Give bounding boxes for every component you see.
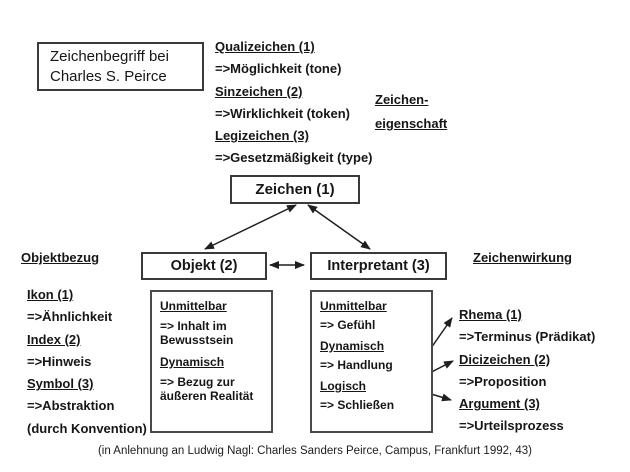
interpretant-detail-term-dynamisch: Dynamisch	[320, 339, 385, 353]
interpretant-detail-desc-logisch: => Schließen	[320, 398, 395, 412]
list-desc-qualizeichen: =>Möglichkeit (tone)	[215, 61, 342, 77]
arrow-zeichen-interpretant	[307, 204, 371, 250]
list-term-legizeichen: Legizeichen (3)	[215, 128, 309, 144]
objekt-detail-desc-dynamisch: => Bezug zur äußeren Realität	[160, 375, 254, 403]
list-desc-index: =>Hinweis	[27, 353, 92, 369]
node-zeichen: Zeichen (1)	[230, 175, 360, 204]
list-term-symbol: Symbol (3)	[27, 376, 94, 392]
title-line-2: Charles S. Peirce	[50, 67, 167, 85]
node-interpretant: Interpretant (3)	[310, 252, 447, 280]
objekt-detail-term-dynamisch: Dynamisch	[160, 355, 225, 369]
list-desc-ikon: =>Ähnlichkeit	[27, 309, 113, 325]
list-term-rhema: Rhema (1)	[459, 307, 522, 322]
objektbezug-heading: Objektbezug	[21, 250, 100, 265]
node-objekt: Objekt (2)	[141, 252, 267, 280]
objekt-detail-desc-unmittelbar: => Inhalt im Bewusstsein	[160, 319, 234, 347]
title-line-1: Zeichenbegriff bei	[50, 47, 169, 65]
interpretant-detail-term-unmittelbar: Unmittelbar	[320, 299, 387, 313]
objekt-detail-box: Unmittelbar => Inhalt im Bewusstsein Dyn…	[150, 290, 273, 433]
list-desc-symbol: =>Abstraktion	[27, 398, 115, 414]
title-box: Zeichenbegriff bei Charles S. Peirce	[37, 42, 204, 91]
list-desc-symbol-2: (durch Konvention)	[27, 420, 147, 436]
objekt-detail-term-unmittelbar: Unmittelbar	[160, 299, 227, 313]
zeichenwirkung-heading: Zeichenwirkung	[473, 250, 572, 265]
zeicheneigenschaft-heading: Zeichen- eigenschaft	[375, 88, 447, 136]
list-desc-sinzeichen: =>Wirklichkeit (token)	[215, 105, 350, 121]
zeichen-eigenschaft-list: Qualizeichen (1) =>Möglichkeit (tone) Si…	[215, 36, 373, 170]
list-term-index: Index (2)	[27, 331, 81, 347]
interpretant-detail-term-logisch: Logisch	[320, 379, 367, 393]
source-caption: (in Anlehnung an Ludwig Nagl: Charles Sa…	[97, 445, 533, 457]
arrow-zeichen-objekt	[204, 204, 297, 250]
interpretant-detail-desc-dynamisch: => Handlung	[320, 358, 393, 372]
zeicheneigenschaft-line-1: Zeichen-	[375, 92, 429, 107]
list-desc-argument: =>Urteilsprozess	[459, 418, 564, 434]
objektbezug-list: Ikon (1) =>Ähnlichkeit Index (2) =>Hinwe…	[27, 284, 147, 440]
list-desc-rhema: =>Terminus (Prädikat)	[459, 329, 596, 345]
list-term-dicizeichen: Dicizeichen (2)	[459, 351, 551, 367]
interpretant-detail-box: Unmittelbar => Gefühl Dynamisch => Handl…	[310, 290, 433, 433]
zeicheneigenschaft-line-2: eigenschaft	[375, 116, 448, 131]
list-term-sinzeichen: Sinzeichen (2)	[215, 83, 303, 99]
list-term-argument: Argument (3)	[459, 396, 540, 412]
list-desc-legizeichen: =>Gesetzmäßigkeit (type)	[215, 150, 373, 166]
zeichenwirkung-list: Rhema (1) =>Terminus (Prädikat) Dicizeic…	[459, 304, 595, 438]
list-desc-dicizeichen: =>Proposition	[459, 373, 547, 389]
interpretant-detail-desc-unmittelbar: => Gefühl	[320, 318, 376, 332]
list-term-ikon: Ikon (1)	[27, 287, 74, 302]
list-term-qualizeichen: Qualizeichen (1)	[215, 39, 315, 54]
